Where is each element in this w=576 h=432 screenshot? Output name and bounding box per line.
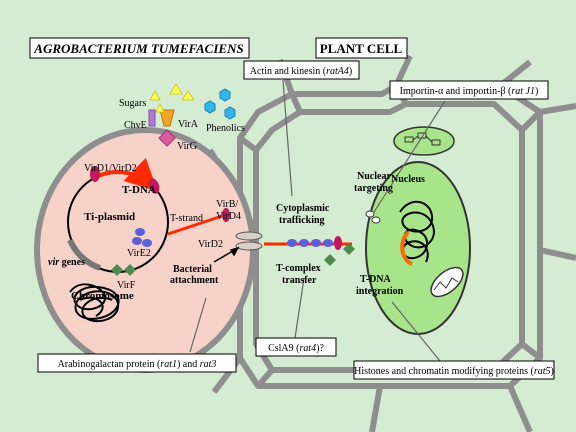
callout-histones: Histones and chromatin modifying protein… — [353, 360, 555, 380]
svg-text:Importin-α and importin-β (rat: Importin-α and importin-β (rat J1) — [400, 86, 539, 97]
callout-leaders — [189, 79, 446, 362]
callout-actin: Actin and kinesin (ratA4) — [243, 60, 360, 80]
mitochondrion — [430, 266, 464, 298]
label-t-dna-integration-2: integration — [356, 286, 404, 297]
label-virb: VirB/ — [216, 199, 238, 210]
title-plant-cell: PLANT CELL — [320, 41, 403, 56]
label-targeting: targeting — [354, 183, 393, 194]
label-nuclear: Nuclear — [357, 171, 391, 182]
virf-in-plant — [324, 243, 355, 266]
nuclear-import-marker — [365, 210, 381, 224]
label-trafficking: trafficking — [279, 215, 325, 226]
virg-protein — [158, 129, 176, 147]
label-transfer: transfer — [282, 275, 317, 286]
title-box-plant: PLANT CELL — [315, 37, 408, 59]
virb-vird4-channel — [235, 231, 263, 251]
svg-text:Histones and chromatin modifyi: Histones and chromatin modifying protein… — [354, 366, 554, 377]
label-t-complex: T-complex — [276, 263, 321, 274]
label-vird2: VirD2 — [198, 239, 223, 250]
chromosome — [69, 283, 120, 323]
label-chve: ChvE — [124, 120, 147, 131]
callout-importin: Importin-α and importin-β (rat J1) — [389, 80, 549, 100]
label-t-dna-integration-1: T-DNA — [360, 274, 392, 285]
label-nucleus: Nucleus — [391, 174, 425, 185]
vird2-markers — [90, 166, 160, 194]
label-sugars: Sugars — [119, 98, 146, 109]
virf-proteins — [111, 264, 136, 276]
label-chromosome: Chromosome — [71, 290, 134, 302]
svg-text:CslA9 (rat4)?: CslA9 (rat4)? — [268, 343, 324, 354]
title-box-agrobacterium: AGROBACTERIUM TUMEFACIENS — [29, 37, 250, 59]
label-phenolics: Phenolics — [206, 123, 245, 134]
label-vira: VirA — [178, 119, 199, 130]
diagram-labels: Sugars ChvE VirA VirG Phenolics VirD1/Vi… — [48, 98, 425, 302]
label-ti-plasmid: Ti-plasmid — [84, 211, 135, 223]
label-virg: VirG — [177, 141, 197, 152]
vire2-proteins — [132, 228, 152, 247]
label-vir-genes: vir genes — [48, 257, 85, 268]
label-t-dna: T-DNA — [122, 184, 156, 196]
callout-arabinogalactan: Arabinogalactan protein (rat1) and rat3 — [37, 353, 237, 373]
vira-receptor — [159, 109, 175, 127]
label-vird1-vird2: VirD1/VirD2 — [84, 163, 137, 174]
t-complex — [264, 236, 352, 250]
label-t-strand: T-strand — [170, 213, 203, 224]
svg-text:Arabinogalactan protein (rat1): Arabinogalactan protein (rat1) and rat3 — [58, 359, 217, 370]
label-virf: VirF — [117, 280, 136, 291]
title-agrobacterium: AGROBACTERIUM TUMEFACIENS — [33, 41, 243, 56]
sugars — [149, 83, 195, 113]
callout-csla9: CslA9 (rat4)? — [255, 337, 337, 357]
label-vird4: VirD4 — [216, 211, 241, 222]
label-cytoplasmic: Cytoplasmic — [276, 203, 330, 214]
chloroplast — [393, 126, 455, 156]
svg-text:Actin and kinesin (ratA4): Actin and kinesin (ratA4) — [250, 66, 353, 77]
label-bacterial: Bacterial — [173, 264, 212, 275]
chve-receptor — [148, 109, 156, 127]
t-strand — [167, 208, 230, 236]
label-vire2: VirE2 — [127, 248, 151, 259]
phenolics — [204, 88, 236, 120]
bacterial-attachment-arrow — [213, 246, 240, 263]
label-attachment: attachment — [170, 275, 219, 286]
